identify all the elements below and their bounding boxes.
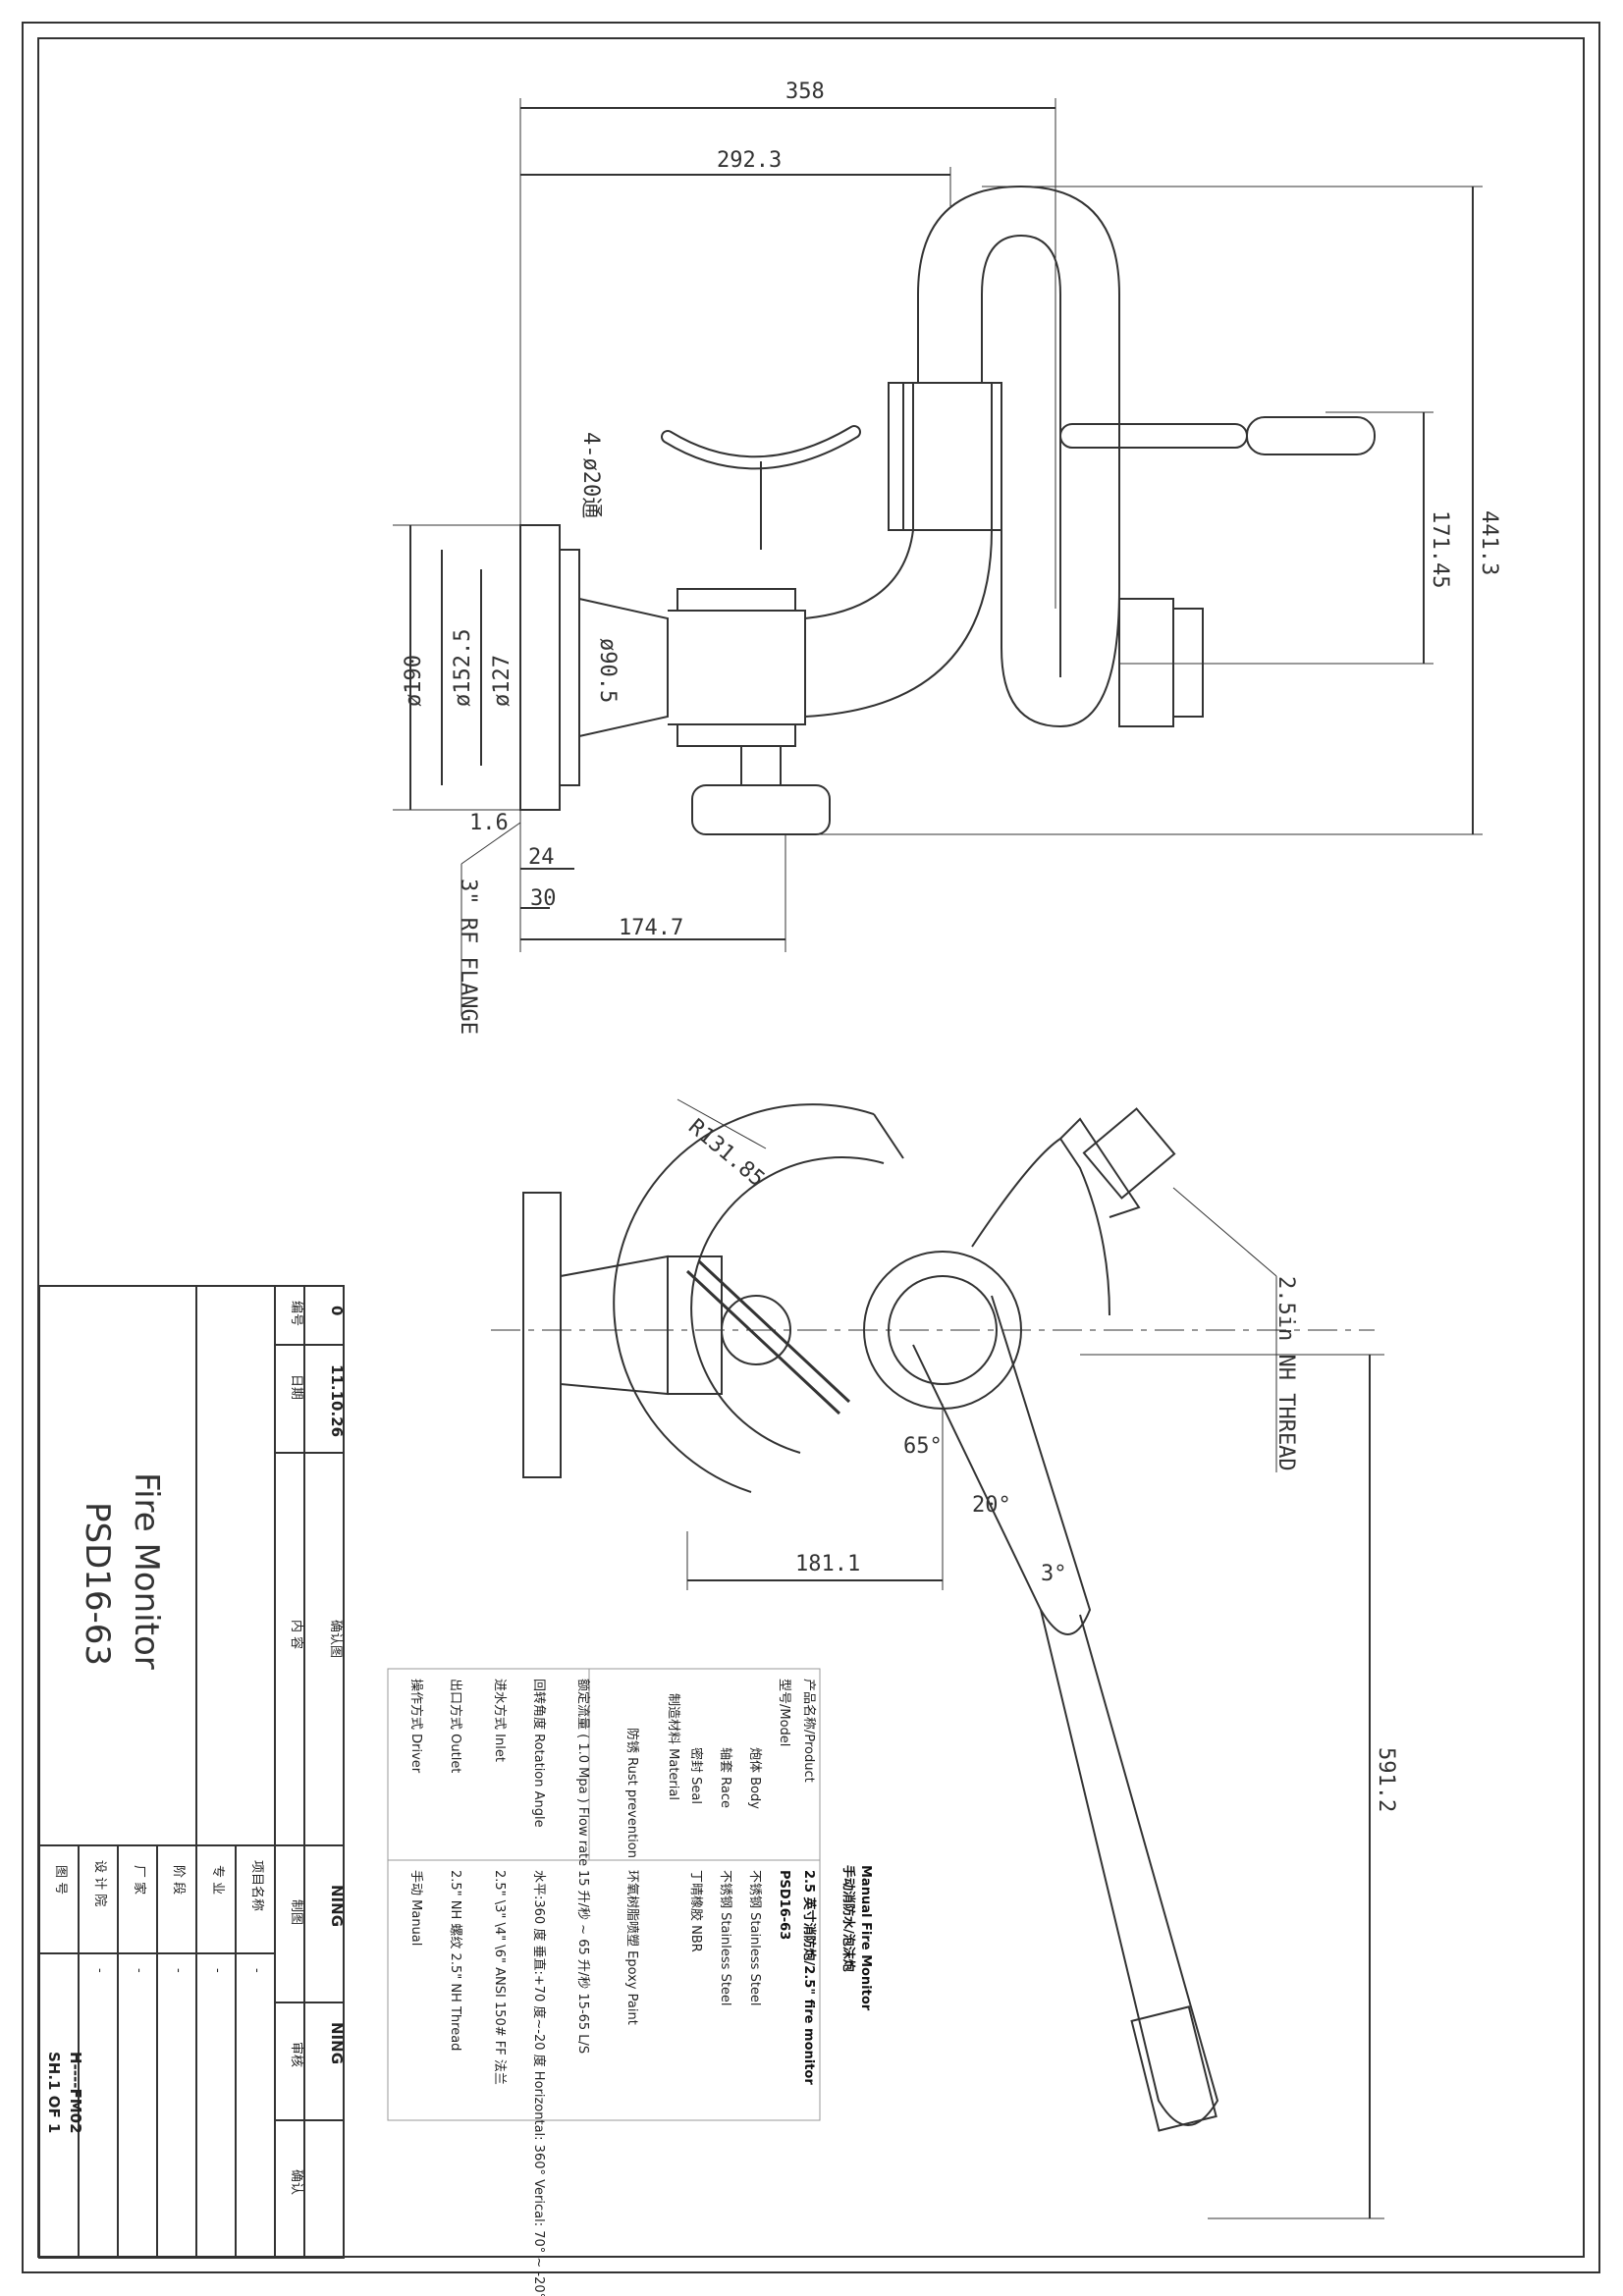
top-view bbox=[393, 98, 1483, 1016]
nh-thread-label: 2.5in NH THREAD bbox=[1273, 1276, 1298, 1471]
rev-date: 11.10.26 bbox=[328, 1364, 346, 1437]
spec-row-6-key: 额定流量 ( 1.0 Mpa ) Flow rate bbox=[575, 1679, 590, 1866]
spec-row-3-value: 不锈钢 Stainless Steel bbox=[718, 1870, 732, 2006]
stage-label: 阶 段 bbox=[171, 1865, 186, 1895]
spec-row-7-key: 回转角度 Rotation Angle bbox=[531, 1679, 547, 1828]
major-value: - bbox=[210, 1968, 225, 1973]
dim-190: ø190 bbox=[402, 655, 426, 707]
drawer-name: NING bbox=[328, 1885, 346, 1927]
dim-174: 174.7 bbox=[619, 916, 683, 940]
drawing-frame-outer bbox=[22, 22, 1600, 2273]
checker-name: NING bbox=[328, 2022, 346, 2064]
dim-152: ø152.5 bbox=[451, 629, 475, 707]
angle-20: 20° bbox=[972, 1493, 1011, 1518]
angle-65: 65° bbox=[903, 1434, 943, 1459]
spec-row-10-value: 手动 Manual bbox=[408, 1870, 423, 1946]
factory-value: - bbox=[132, 1968, 146, 1973]
dim-30: 30 bbox=[530, 886, 557, 911]
spec-row-6-value: 15 升/秒 ~ 65 升/秒 15-65 L/S bbox=[575, 1870, 590, 2054]
spec-row-1-value: PSD16-63 bbox=[777, 1870, 791, 1940]
sheet-label: 图 号 bbox=[53, 1865, 68, 1895]
dim-905: ø90.5 bbox=[595, 638, 620, 703]
spec-row-10-key: 操作方式 Driver bbox=[408, 1679, 424, 1774]
inlet-flange bbox=[519, 524, 561, 811]
side-view bbox=[491, 1098, 1384, 2219]
spec-row-0-value: 2.5 英寸消防炮/2.5" fire monitor bbox=[801, 1870, 817, 2085]
draw-label: 制图 bbox=[289, 1899, 303, 1925]
sheet-number: SH.1 OF 1 bbox=[45, 2052, 63, 2133]
dim-171: 171.45 bbox=[1428, 510, 1452, 588]
dim-181: 181.1 bbox=[795, 1552, 860, 1576]
dim-24: 24 bbox=[528, 845, 555, 870]
spec-row-2-key: 炮体 Body bbox=[747, 1747, 762, 1809]
spec-rows: 产品名称/Product 2.5 英寸消防炮/2.5" fire monitor… bbox=[408, 1679, 817, 2296]
factory-label: 厂 家 bbox=[132, 1865, 147, 1895]
angle-3: 3° bbox=[1041, 1562, 1067, 1586]
stage-value: - bbox=[171, 1968, 186, 1973]
content-label: 内 容 bbox=[289, 1620, 304, 1649]
title-model: PSD16-63 bbox=[78, 1502, 117, 1666]
spec-row-5-key: 防锈 Rust prevention bbox=[624, 1728, 640, 1858]
spec-material-label: 制造材料 Material bbox=[666, 1693, 680, 1800]
project-label: 项目名称 bbox=[249, 1860, 265, 1911]
title-block bbox=[38, 1285, 345, 2259]
spec-row-2-value: 不锈钢 Stainless Steel bbox=[747, 1870, 762, 2006]
dim-441: 441.3 bbox=[1477, 510, 1501, 575]
date-label: 日期 bbox=[289, 1374, 303, 1400]
side-flange bbox=[522, 1192, 562, 1478]
dim-127: ø127 bbox=[490, 655, 514, 707]
dim-1-6: 1.6 bbox=[469, 811, 509, 835]
project-value: - bbox=[249, 1968, 264, 1973]
title-fire-monitor: Fire Monitor bbox=[127, 1472, 166, 1670]
spec-table bbox=[387, 1668, 821, 2121]
drawing-number: H----FM02 bbox=[67, 2052, 84, 2134]
spec-row-1-key: 型号/Model bbox=[777, 1679, 791, 1746]
drawing-frame-inner bbox=[37, 37, 1585, 2258]
rev-number: 0 bbox=[328, 1306, 346, 1315]
confirm-2-label: 确认 bbox=[289, 2169, 303, 2195]
dim-591: 591.2 bbox=[1374, 1747, 1398, 1812]
spec-row-8-value: 2.5" \3" \4" \6" ANSI 150# FF 法兰 bbox=[492, 1870, 507, 2085]
spec-header-en: Manual Fire Monitor bbox=[858, 1865, 873, 2011]
dim-4hole: 4-ø20通 bbox=[578, 432, 603, 518]
spec-row-0-key: 产品名称/Product bbox=[801, 1679, 817, 1783]
flange-label: 3" RF FLANGE bbox=[456, 879, 480, 1035]
spec-row-4-value: 丁晴橡胶 NBR bbox=[688, 1870, 704, 1952]
major-label: 专 业 bbox=[210, 1865, 225, 1895]
spec-row-3-key: 轴套 Race bbox=[718, 1747, 733, 1808]
rev-label: 编号 bbox=[289, 1301, 303, 1326]
spec-row-8-key: 进水方式 Inlet bbox=[492, 1679, 508, 1762]
spec-row-4-key: 密封 Seal bbox=[688, 1747, 704, 1804]
check-label: 审核 bbox=[289, 2042, 303, 2067]
spec-row-9-value: 2.5" NH 螺纹 2.5" NH Thread bbox=[448, 1870, 462, 2051]
dim-358: 358 bbox=[785, 80, 825, 104]
confirm-label: 确认图 bbox=[328, 1620, 343, 1658]
dim-292: 292.3 bbox=[717, 148, 782, 173]
designer-label: 设 计 院 bbox=[92, 1860, 107, 1906]
spec-row-9-key: 出口方式 Outlet bbox=[448, 1679, 463, 1773]
spec-row-5-value: 环氧树脂喷塑 Epoxy Paint bbox=[624, 1870, 639, 2025]
spec-header-cn: 手动消防水/泡沫炮 bbox=[840, 1865, 856, 1972]
spec-row-7-value: 水平:360 度 垂直:+70 度~-20 度 Horizontal: 360°… bbox=[531, 1870, 547, 2296]
designer-value: - bbox=[92, 1968, 107, 1973]
